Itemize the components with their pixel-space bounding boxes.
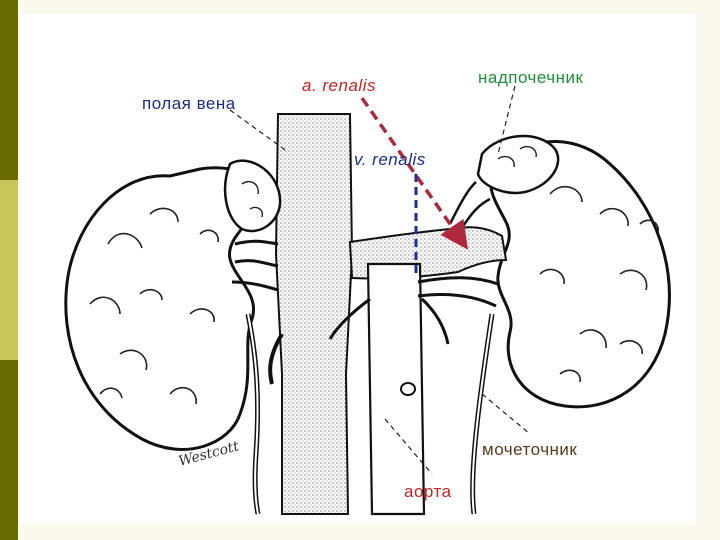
label-adrenal-gland: надпочечник	[478, 68, 583, 88]
renal-artery-arrow	[362, 98, 464, 244]
diagram-panel: Westcott полая вена a. renalis надпочечн…	[20, 14, 696, 524]
label-renal-artery: a. renalis	[302, 76, 376, 96]
side-accent-bar	[0, 0, 18, 540]
side-bar-dark-bottom	[0, 360, 18, 540]
label-aorta: аорта	[404, 482, 452, 502]
side-bar-dark-top	[0, 0, 18, 180]
vena-cava	[276, 114, 352, 514]
label-vena-cava: полая вена	[142, 94, 236, 114]
label-ureter: мочеточник	[482, 440, 577, 460]
label-renal-vein: v. renalis	[354, 150, 426, 170]
left-kidney-drawing	[66, 161, 280, 514]
side-bar-light	[0, 180, 18, 360]
